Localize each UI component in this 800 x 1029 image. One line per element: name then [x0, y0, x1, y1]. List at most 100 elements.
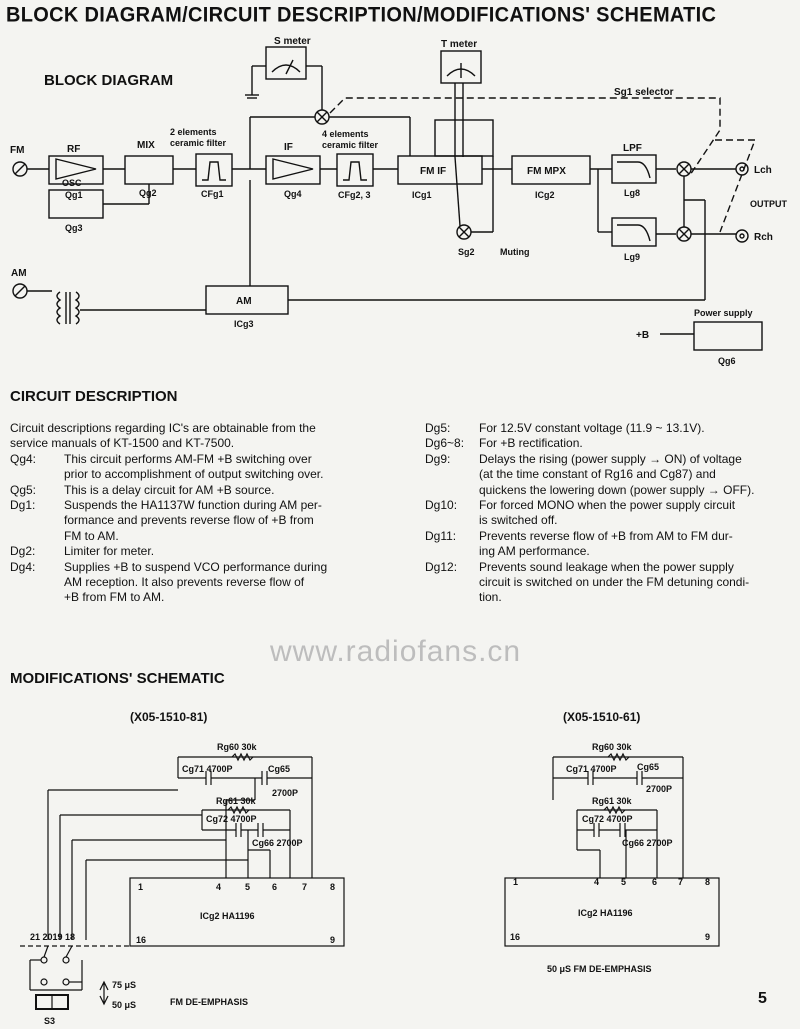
- osc-label: OSC: [62, 178, 82, 188]
- right-pin-label: 9: [705, 932, 710, 942]
- qg6-label: Qg6: [718, 356, 736, 366]
- description-line: (at the time constant of Rg16 and Cg87) …: [479, 467, 716, 482]
- s-meter-icon: [265, 46, 307, 80]
- component-ref: Dg1:: [10, 498, 36, 513]
- component-description: For forced MONO when the power supply ci…: [479, 498, 793, 529]
- icg1-label: ICg1: [412, 190, 432, 200]
- switch-pins-label: 21 2019 18: [30, 932, 75, 942]
- description-line: Suspends the HA1137W function during AM …: [64, 498, 322, 513]
- right-cg71-label: Cg71 4700P: [566, 764, 617, 774]
- description-line: For +B rectification.: [479, 436, 583, 451]
- qg2-label: Qg2: [139, 188, 157, 198]
- output-label: OUTPUT: [750, 199, 788, 209]
- circuit-description-heading: CIRCUIT DESCRIPTION: [10, 388, 178, 405]
- qg1-label: Qg1: [65, 190, 83, 200]
- left-pin-label: 8: [330, 882, 335, 892]
- component-ref: Dg5:: [425, 421, 451, 435]
- fm-input-label: FM: [10, 145, 24, 156]
- fm-if-label: FM IF: [420, 166, 446, 177]
- left-pin-label: 5: [245, 882, 250, 892]
- lch-label: Lch: [754, 165, 772, 176]
- watermark: www.radiofans.cn: [270, 635, 522, 668]
- lg9-label: Lg9: [624, 252, 640, 262]
- component-ref: Qg5:: [10, 482, 37, 497]
- component-description: For 12.5V constant voltage (11.9 ~ 13.1V…: [479, 421, 793, 436]
- description-line: For forced MONO when the power supply ci…: [479, 498, 736, 513]
- right-cg65-label: Cg65: [637, 762, 659, 772]
- ceramic4-label-2: ceramic filter: [322, 140, 379, 150]
- description-item: Qg5: This is a delay circuit for AM +B so…: [10, 483, 380, 498]
- component-description: This is a delay circuit for AM +B source…: [64, 483, 380, 498]
- icg2-label: ICg2: [535, 190, 555, 200]
- description-line: formance and prevents reverse flow of +B…: [64, 513, 314, 528]
- right-model-label: (X05-1510-61): [563, 710, 640, 724]
- left-pin-label: 16: [136, 935, 146, 945]
- description-line: FM to AM.: [64, 528, 119, 543]
- left-cg72-label: Cg72 4700P: [206, 814, 257, 824]
- component-description: For +B rectification.: [479, 436, 793, 451]
- plus-b-label: +B: [636, 330, 649, 341]
- description-item: Dg5: For 12.5V constant voltage (11.9 ~ 1…: [425, 421, 793, 436]
- sg2-label: Sg2: [458, 247, 475, 257]
- left-ic-label: ICg2 HA1196: [200, 911, 255, 921]
- lg8-label: Lg8: [624, 188, 640, 198]
- right-caption: 50 μS FM DE-EMPHASIS: [547, 964, 652, 974]
- cfg1-label: CFg1: [201, 189, 224, 199]
- right-pin-label: 5: [621, 877, 626, 887]
- rf-label: RF: [67, 144, 80, 155]
- left-pin-label: 9: [330, 935, 335, 945]
- page-number: 5: [758, 990, 767, 1007]
- right-rg61-label: Rg61 30k: [592, 796, 633, 806]
- block-diagram-heading: BLOCK DIAGRAM: [44, 72, 174, 89]
- component-ref: Qg4:: [10, 451, 37, 466]
- left-model-label: (X05-1510-81): [130, 710, 207, 724]
- rch-label: Rch: [754, 232, 773, 243]
- right-cg72-label: Cg72 4700P: [582, 814, 633, 824]
- left-cg66-label: Cg66 2700P: [252, 838, 303, 848]
- left-pin-label: 7: [302, 882, 307, 892]
- component-ref: Dg9:: [425, 451, 451, 466]
- right-pin-label: 6: [652, 877, 657, 887]
- muting-label: Muting: [500, 247, 530, 257]
- component-description: Suspends the HA1137W function during AM …: [64, 498, 380, 544]
- left-caption: FM DE-EMPHASIS: [170, 997, 248, 1007]
- modifications-heading: MODIFICATIONS' SCHEMATIC: [10, 670, 225, 687]
- icg3-label: ICg3: [234, 319, 254, 329]
- right-pin-label: 16: [510, 932, 520, 942]
- block-diagram: S meter T meter Sg1 selector FM RF Qg1 M…: [10, 36, 788, 366]
- component-ref: Dg6~8:: [425, 436, 465, 451]
- component-description: Prevents sound leakage when the power su…: [479, 560, 793, 606]
- description-line: This circuit performs AM-FM +B switching…: [64, 451, 312, 466]
- description-line: ing AM performance.: [479, 544, 590, 559]
- component-description: Supplies +B to suspend VCO performance d…: [64, 560, 380, 606]
- page-title: BLOCK DIAGRAM/CIRCUIT DESCRIPTION/MODIFI…: [6, 3, 717, 27]
- lpf-label: LPF: [623, 143, 642, 154]
- right-cg66-label: Cg66 2700P: [622, 838, 673, 848]
- t75-label: 75 μS: [112, 980, 136, 990]
- component-ref: Dg2:: [10, 544, 36, 559]
- if-label: IF: [284, 142, 293, 153]
- component-ref: Dg10:: [425, 498, 458, 513]
- selector-label: Sg1 selector: [614, 87, 674, 98]
- ceramic2-label-2: ceramic filter: [170, 138, 227, 148]
- intro-line: Circuit descriptions regarding IC's are …: [10, 421, 316, 435]
- qg4-label: Qg4: [284, 189, 302, 199]
- right-rg60-label: Rg60 30k: [592, 742, 633, 752]
- left-pin-label: 4: [216, 882, 221, 892]
- left-rg60-label: Rg60 30k: [217, 742, 258, 752]
- component-description: Delays the rising (power supply → ON) of…: [479, 452, 793, 498]
- description-line: Supplies +B to suspend VCO performance d…: [64, 559, 328, 574]
- description-line: This is a delay circuit for AM +B source…: [64, 482, 275, 497]
- modifications-schematic: (X05-1510-81) Rg60 30k Cg71 4700P Cg65 2…: [20, 710, 720, 1026]
- component-description: Limiter for meter.: [64, 544, 380, 559]
- description-line: Delays the rising (power supply → ON) of…: [479, 451, 742, 466]
- description-line: AM reception. It also prevents reverse f…: [64, 575, 305, 590]
- am-input-label: AM: [11, 268, 27, 279]
- ceramic4-label-1: 4 elements: [322, 129, 369, 139]
- description-item: Dg10: For forced MONO when the power supp…: [425, 498, 793, 529]
- description-line: Prevents sound leakage when the power su…: [479, 559, 734, 574]
- description-right-column: Dg5: For 12.5V constant voltage (11.9 ~ 1…: [425, 421, 793, 606]
- description-item: Dg2: Limiter for meter.: [10, 544, 380, 559]
- right-ic-label: ICg2 HA1196: [578, 908, 633, 918]
- left-pin-label: 6: [272, 882, 277, 892]
